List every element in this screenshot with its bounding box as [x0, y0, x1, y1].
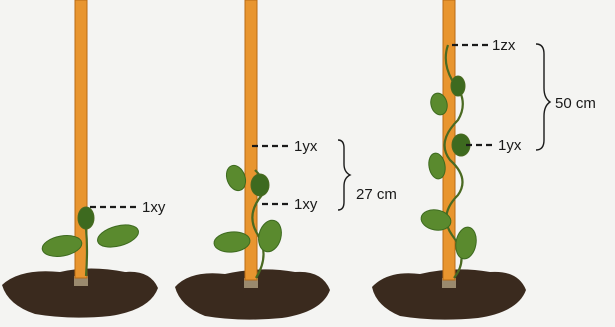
label-3b: 1yx [498, 137, 522, 154]
brace-label-3: 50 cm [555, 95, 596, 112]
brace-label-2: 27 cm [356, 186, 397, 203]
label-2b: 1xy [294, 196, 318, 213]
leaf-1c [78, 207, 94, 229]
leaf-1b [95, 221, 141, 251]
brace-3 [536, 44, 550, 150]
panel-2: 1yx 1xy 27 cm [175, 0, 397, 320]
brace-2 [338, 140, 350, 210]
panel-1: 1xy [2, 0, 166, 318]
panel-3: 1zx 1yx 50 cm [372, 0, 596, 320]
leaf-2b [255, 218, 285, 255]
leaf-3b [453, 226, 478, 261]
label-3a: 1zx [492, 37, 516, 54]
leaf-2d [251, 174, 269, 196]
label-2a: 1yx [294, 138, 318, 155]
label-1a: 1xy [142, 199, 166, 216]
leaf-3f [451, 76, 465, 96]
pole-1 [75, 0, 87, 278]
